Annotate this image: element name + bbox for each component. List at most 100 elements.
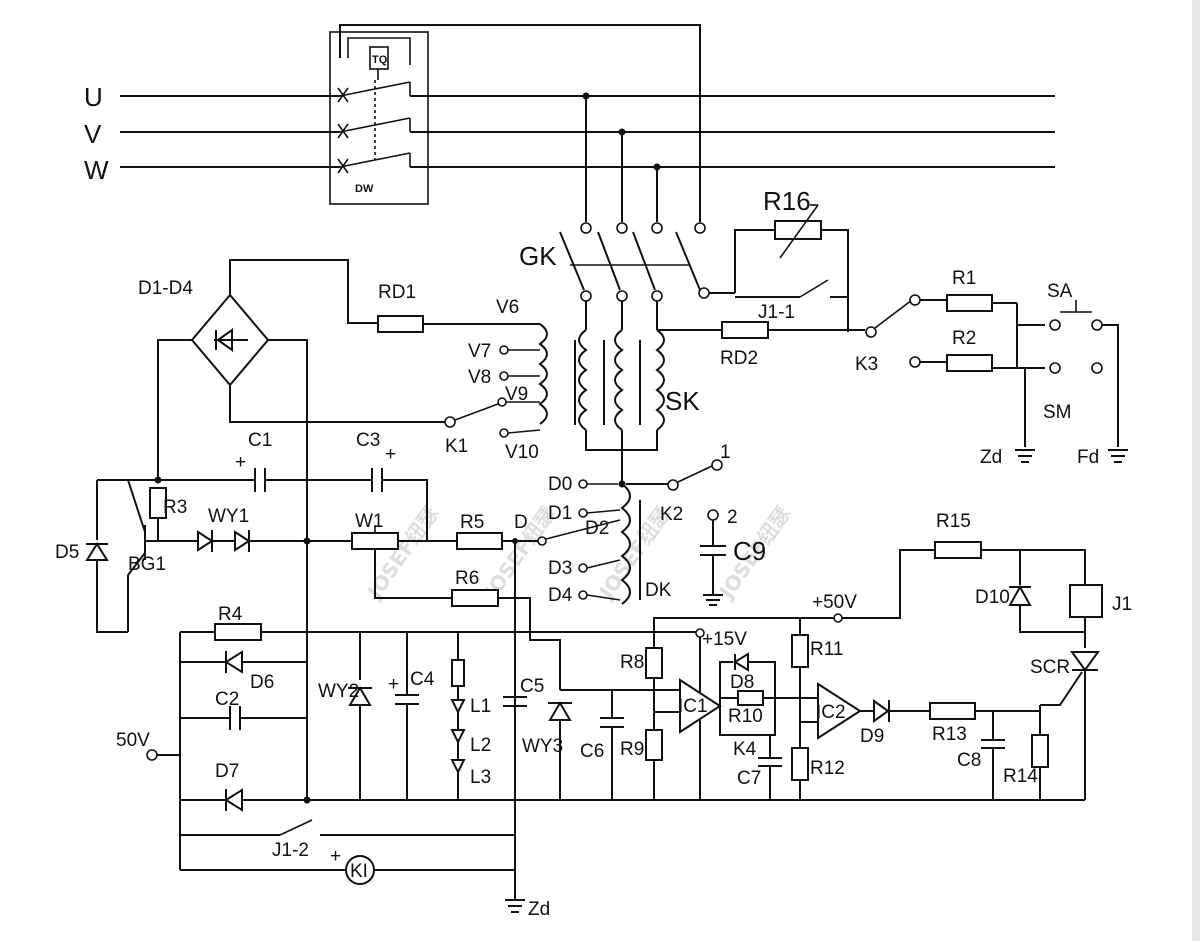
d9-label: D9 [860, 726, 884, 747]
l3-label: L3 [470, 767, 491, 788]
r6-label: R6 [455, 568, 479, 589]
c3-label: C3 [356, 430, 380, 451]
d5-label: D5 [55, 542, 79, 563]
c3-plus: + [385, 444, 396, 465]
d-label: D [514, 512, 528, 533]
r11-label: R11 [810, 639, 843, 660]
r5-label: R5 [460, 512, 484, 533]
dk-label: DK [645, 580, 672, 601]
l1-label: L1 [470, 696, 491, 717]
c5-label: C5 [520, 676, 544, 697]
k4-label: K4 [733, 739, 757, 760]
r16-j1-branch: R16 J1-1 [709, 186, 849, 332]
r14-label: R14 [1003, 766, 1038, 787]
wy3-label: WY3 [522, 736, 563, 757]
c6-label: C6 [580, 741, 604, 762]
gk-label: GK [519, 241, 557, 271]
w1-label: W1 [355, 511, 384, 532]
wy2-label: WY2 [318, 681, 359, 702]
k2-label: K2 [660, 504, 683, 525]
d8-label: D8 [730, 672, 754, 693]
left-power: R4 D6 C2 50V D7 J1-2 KI + Zd [116, 604, 1085, 920]
ki-label: KI [350, 861, 368, 882]
transformer-sk: SK RD2 [574, 301, 865, 451]
j1-1-label: J1-1 [758, 302, 795, 323]
k1-tap-selector: V6 V7 V8 V9 V10 K1 [444, 297, 548, 463]
d0-label: D0 [548, 474, 572, 495]
r12-label: R12 [810, 758, 845, 779]
scr-label: SCR [1030, 657, 1070, 678]
ic2-label: IC2 [816, 702, 846, 723]
k2-pos1-label: 1 [720, 442, 731, 463]
gk-contactor: GK [519, 92, 710, 302]
j1-2-label: J1-2 [272, 840, 309, 861]
phase-u-label: U [84, 82, 103, 112]
phase-w-label: W [84, 155, 109, 185]
right-edge-strip [1192, 0, 1200, 941]
ic1-stage: R8 R9 IC1 +15V D8 R10 K4 C7 [620, 628, 818, 800]
d4-label: D4 [548, 585, 573, 606]
v50-label: 50V [116, 730, 150, 751]
rd2-label: RD2 [720, 348, 758, 369]
d6-label: D6 [250, 672, 274, 693]
r3-label: R3 [163, 497, 187, 518]
bg1-label: BG1 [128, 554, 166, 575]
r2-label: R2 [952, 328, 976, 349]
r8-label: R8 [620, 652, 644, 673]
wy1-label: WY1 [208, 506, 249, 527]
c1-label: C1 [248, 430, 272, 451]
ic1-label: IC1 [678, 696, 708, 717]
ki-plus: + [330, 846, 341, 867]
sa-label: SA [1047, 281, 1073, 302]
c1-plus: + [235, 452, 246, 473]
r13-label: R13 [932, 724, 967, 745]
phase-v-label: V [84, 119, 102, 149]
v9-label: V9 [505, 384, 528, 405]
rd1-label: RD1 [378, 282, 416, 303]
v8-label: V8 [468, 367, 491, 388]
bridge-rectifier: D1-D4 RD1 [138, 259, 540, 800]
r16-label: R16 [763, 186, 811, 216]
breaker-label: DW [355, 183, 374, 195]
control-input: C1 + C3 + R3 BG1 WY1 D5 [55, 430, 428, 633]
c2-label: C2 [215, 689, 239, 710]
plus50v-label: +50V [812, 592, 857, 613]
three-phase-bus: U V W [84, 82, 1055, 185]
r15-label: R15 [936, 511, 971, 532]
c9-label: C9 [733, 536, 766, 566]
r10-label: R10 [728, 706, 763, 727]
c4-plus: + [388, 674, 399, 695]
k3-selector: K3 R1 R2 SA SM Zd Fd [855, 268, 1128, 468]
k1-label: K1 [445, 436, 468, 457]
output-stage: +50V R15 D10 J1 SCR [653, 511, 1132, 800]
d2-label: D2 [585, 518, 609, 539]
trip-label: TQ [372, 54, 388, 66]
ic2-stage: R11 R12 IC2 D9 R13 C8 R14 [791, 618, 1049, 800]
r4-label: R4 [218, 604, 243, 625]
zd-label: Zd [980, 447, 1002, 468]
r9-label: R9 [620, 739, 644, 760]
w1-r5-branch: W1 R5 D R6 [351, 511, 561, 890]
c7-label: C7 [737, 768, 761, 789]
c8-label: C8 [957, 750, 981, 771]
c4-label: C4 [410, 669, 435, 690]
d3-label: D3 [548, 558, 572, 579]
breaker-dw: TQ DW [329, 24, 701, 222]
zd-bottom-label: Zd [528, 899, 550, 920]
d7-label: D7 [215, 761, 239, 782]
plus15v-label: +15V [702, 629, 747, 650]
v7-label: V7 [468, 341, 491, 362]
d1-label: D1 [548, 503, 572, 524]
d1-d4-label: D1-D4 [138, 278, 193, 299]
l2-label: L2 [470, 735, 491, 756]
shunt-components: WY2 C4 + L1 L2 L3 C5 WY3 C6 [318, 632, 680, 800]
sm-label: SM [1043, 402, 1072, 423]
fd-label: Fd [1077, 447, 1099, 468]
v10-label: V10 [505, 442, 539, 463]
v6-label: V6 [496, 297, 519, 318]
k2-pos2-label: 2 [727, 507, 738, 528]
sk-label: SK [665, 386, 700, 416]
d10-label: D10 [975, 587, 1010, 608]
dk-tap-coil: D0 D1 D2 D3 D4 DK 1 K2 2 C9 [545, 442, 766, 606]
